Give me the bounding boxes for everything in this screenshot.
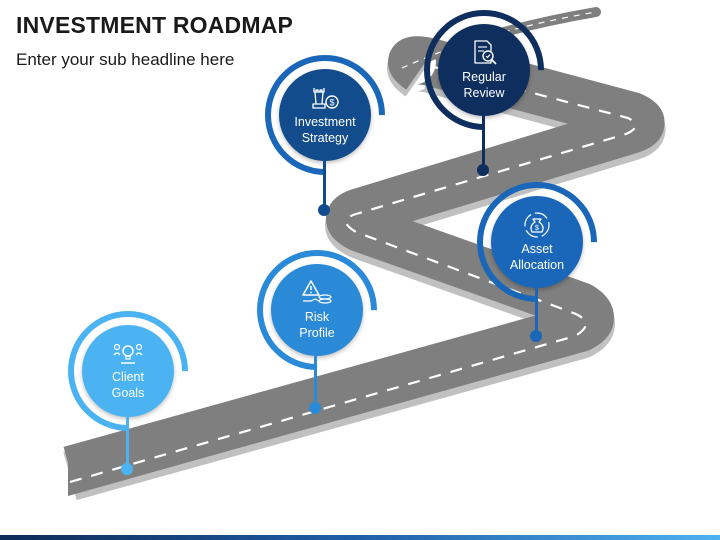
milestone-label: Risk Profile [299, 310, 335, 340]
money-bag-cycle-icon: $ [524, 212, 550, 238]
milestone-label: Investment Strategy [294, 115, 356, 145]
milestone-disc: $ Asset Allocation [491, 196, 583, 288]
milestone-dot [477, 164, 489, 176]
milestone-stem [323, 161, 326, 207]
milestone-dot [530, 330, 542, 342]
lightbulb-people-icon [113, 343, 143, 364]
milestone-disc: Client Goals [82, 325, 174, 417]
milestone-dot [309, 402, 321, 414]
warning-coins-icon [302, 280, 332, 304]
milestone-risk-profile: Risk Profile [232, 225, 402, 416]
page-title: INVESTMENT ROADMAP [16, 12, 294, 38]
milestone-dot [121, 463, 133, 475]
milestone-disc: Risk Profile [271, 264, 363, 356]
milestone-label: Asset Allocation [509, 242, 565, 272]
milestone-stem [535, 288, 538, 336]
milestone-label: Regular Review [462, 70, 506, 100]
document-magnifier-icon [474, 40, 497, 65]
bottom-accent-bar [0, 535, 720, 540]
milestone-investment-strategy: $ Investment Strategy [240, 30, 410, 220]
road-wide-lower [68, 330, 590, 496]
milestone-stem [126, 417, 129, 469]
milestone-disc: $ Investment Strategy [279, 69, 371, 161]
milestone-stem [482, 116, 485, 168]
svg-text:$: $ [329, 98, 334, 108]
milestone-label: Client Goals [111, 370, 145, 400]
milestone-regular-review: Regular Review [399, 0, 569, 180]
milestone-dot [318, 204, 330, 216]
chess-rook-coin-icon: $ [312, 88, 339, 109]
page-subtitle: Enter your sub headline here [16, 50, 235, 69]
milestone-client-goals: Client Goals [43, 286, 213, 481]
milestone-asset-allocation: $ Asset Allocation [452, 157, 622, 348]
milestone-disc: Regular Review [438, 24, 530, 116]
milestone-stem [314, 356, 317, 404]
svg-text:$: $ [535, 225, 539, 232]
